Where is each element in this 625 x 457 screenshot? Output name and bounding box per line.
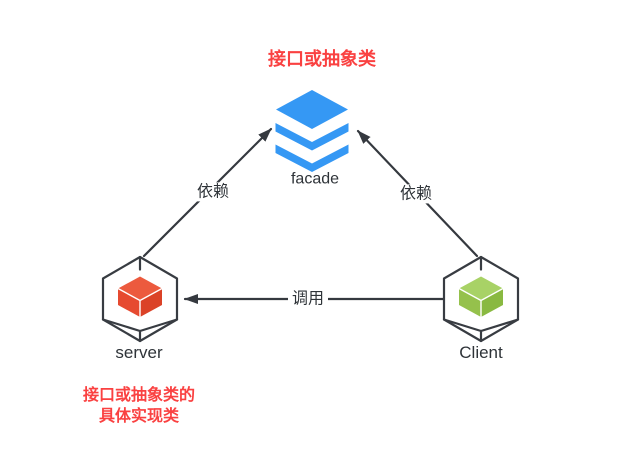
footnote-line1: 接口或抽象类的: [82, 387, 196, 404]
server-label: server: [115, 342, 163, 362]
footnote: 接口或抽象类的 具体实现类: [83, 385, 195, 427]
call-label: 调用: [287, 289, 329, 309]
server-inner-cube: [117, 276, 163, 317]
facade-layers-icon: [275, 90, 349, 172]
client-cube-icon: [442, 255, 520, 343]
client-inner-cube: [458, 276, 504, 317]
server-cube-icon: [101, 255, 179, 343]
dependency-label-left: 依赖: [192, 182, 234, 202]
facade-label: facade: [290, 170, 340, 188]
client-label: Client: [459, 342, 503, 362]
footnote-line2: 具体实现类: [98, 408, 180, 425]
diagram-title: 接口或抽象类: [268, 49, 376, 70]
dependency-label-right: 依赖: [395, 184, 437, 204]
